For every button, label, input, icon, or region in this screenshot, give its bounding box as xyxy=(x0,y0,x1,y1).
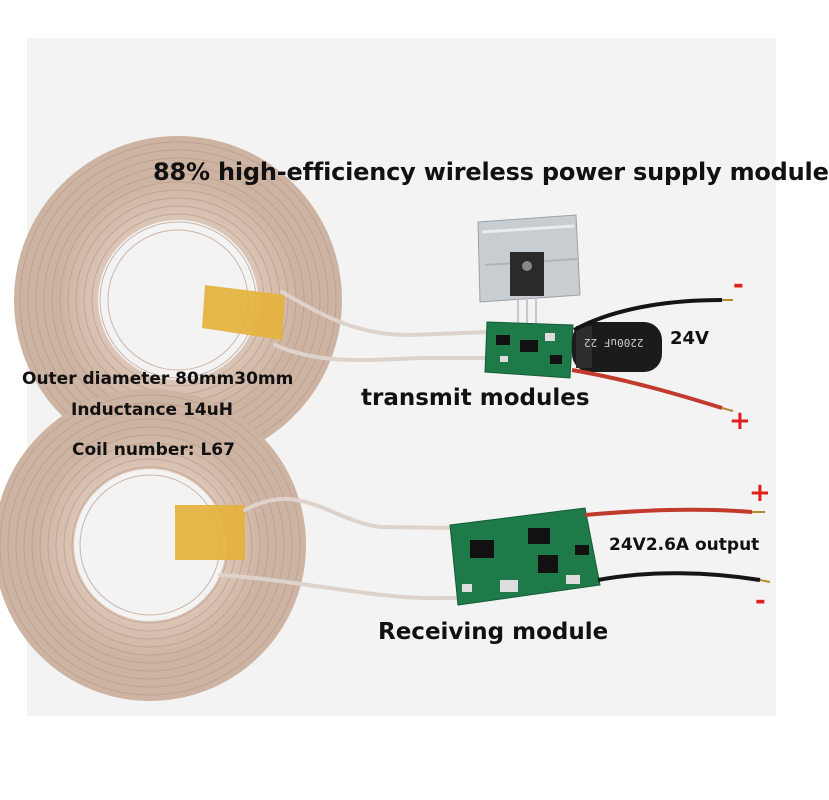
rx-positive-sign: + xyxy=(749,478,771,508)
tx-negative-sign: - xyxy=(733,270,744,300)
output-label: 24V2.6A output xyxy=(609,535,760,555)
coil-number-label: Coil number: L67 xyxy=(72,440,235,460)
receive-pcb xyxy=(449,507,601,606)
tape-strip xyxy=(202,285,285,340)
capacitor-marking: 2200uF 22 xyxy=(584,336,644,349)
tape-strip xyxy=(175,505,245,560)
product-photo: 2200uF 22 xyxy=(0,136,771,701)
receive-coil xyxy=(0,389,306,701)
heatsink xyxy=(477,214,581,325)
capacitor: 2200uF 22 xyxy=(572,322,662,372)
tx-positive-sign: + xyxy=(729,406,751,436)
transmit-pcb xyxy=(484,321,574,379)
input-voltage-label: 24V xyxy=(670,328,709,349)
receive-module-label: Receiving module xyxy=(378,619,609,645)
outer-diameter-label: Outer diameter 80mm30mm xyxy=(22,369,294,389)
transmit-module-label: transmit modules xyxy=(361,385,590,411)
rx-negative-sign: - xyxy=(755,586,766,616)
inductance-label: Inductance 14uH xyxy=(71,400,233,420)
product-title: 88% high-efficiency wireless power suppl… xyxy=(153,158,829,186)
